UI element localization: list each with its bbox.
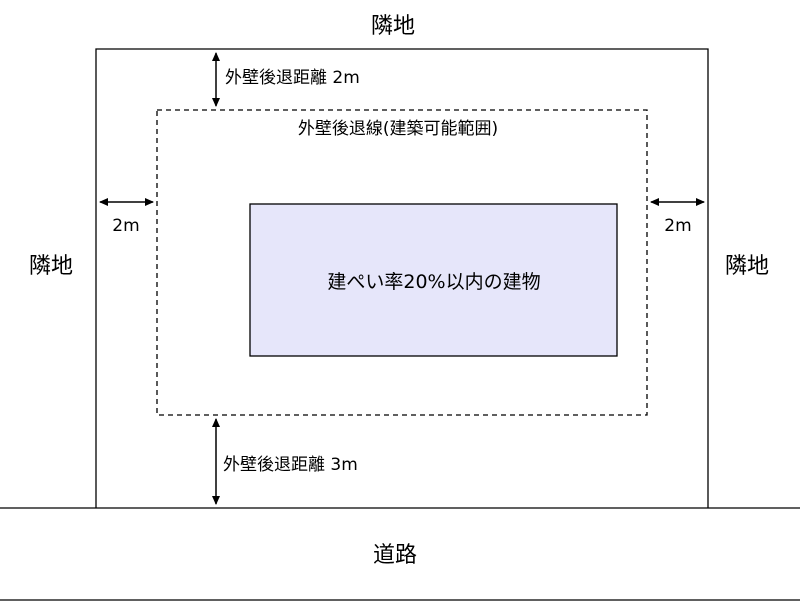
neighbor-left-label: 隣地 bbox=[29, 254, 73, 279]
building-label: 建ぺい率20%以内の建物 bbox=[327, 271, 540, 293]
road-label: 道路 bbox=[373, 543, 417, 568]
setback-left-label: 2m bbox=[112, 216, 139, 236]
lot-boundary bbox=[95, 48, 709, 508]
setback-line-rect bbox=[156, 109, 648, 416]
setback-bottom-label: 外壁後退距離 3m bbox=[223, 455, 358, 475]
building-rect bbox=[249, 203, 618, 357]
setback-right-label: 2m bbox=[664, 216, 691, 236]
setback-top-label: 外壁後退距離 2m bbox=[225, 68, 360, 88]
neighbor-top-label: 隣地 bbox=[371, 14, 415, 39]
neighbor-right-label: 隣地 bbox=[725, 254, 769, 279]
setback-line-label: 外壁後退線(建築可能範囲) bbox=[298, 119, 498, 139]
